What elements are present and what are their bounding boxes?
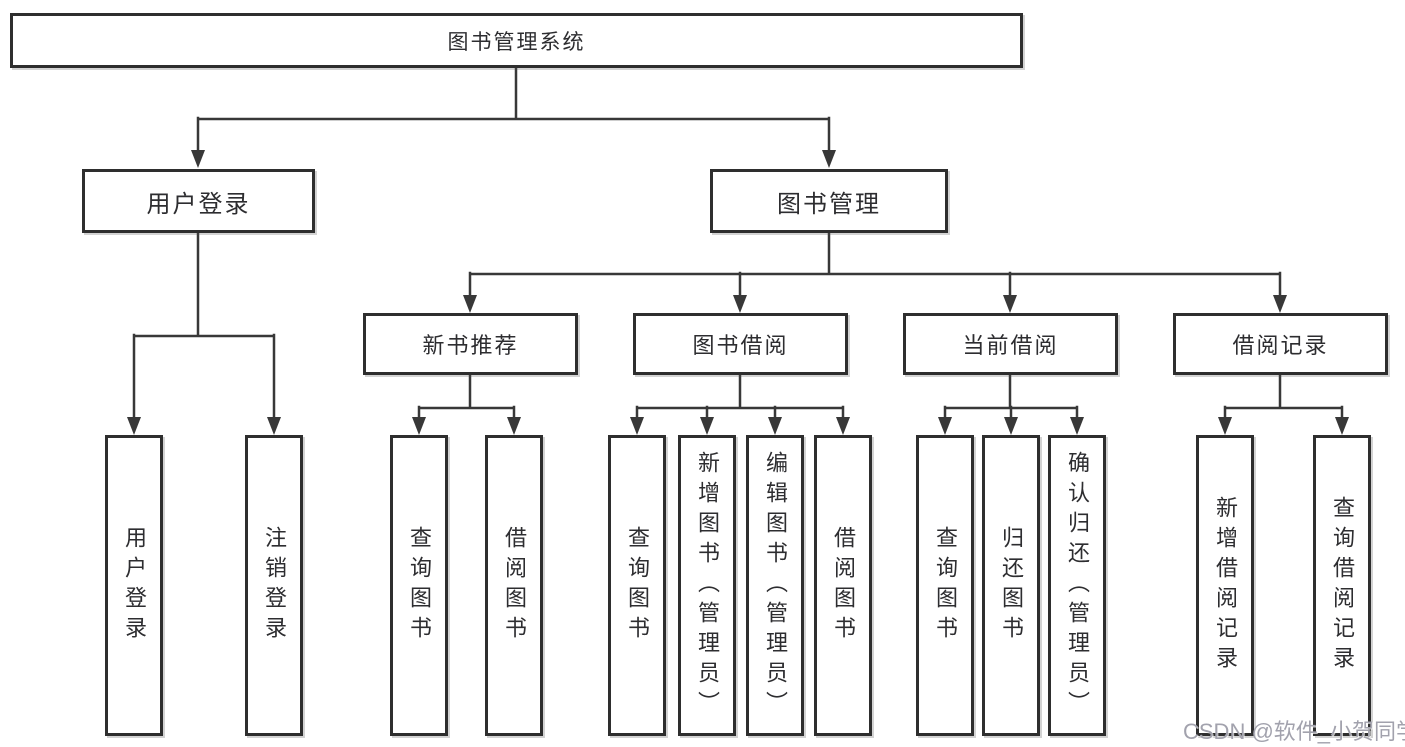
leaf-user-login: 用户登录 (105, 435, 163, 736)
leaf-label: 用户登录 (122, 525, 147, 646)
node-book-management: 图书管理 (710, 169, 948, 233)
node-label: 借阅记录 (1232, 333, 1329, 358)
leaf-add-book-admin: 新增图书（管理员） (678, 435, 736, 736)
leaf-label: 归还图书 (999, 525, 1024, 646)
node-book-borrowing: 图书借阅 (633, 313, 848, 375)
csdn-watermark: CSDN @软件_小贺同学 (1183, 719, 1405, 744)
leaf-add-borrow-record: 新增借阅记录 (1196, 435, 1254, 736)
leaf-label: 查询图书 (625, 525, 650, 646)
leaf-recommend-query-books: 查询图书 (390, 435, 448, 736)
leaf-label: 确认归还（管理员） (1065, 450, 1090, 721)
leaf-confirm-return-admin: 确认归还（管理员） (1048, 435, 1106, 736)
leaf-current-query-books: 查询图书 (916, 435, 974, 736)
leaf-label: 借阅图书 (502, 525, 527, 646)
node-book-management-system: 图书管理系统 (10, 13, 1023, 68)
leaf-return-books: 归还图书 (982, 435, 1040, 736)
leaf-label: 新增图书（管理员） (695, 450, 720, 721)
leaf-label: 编辑图书（管理员） (763, 450, 788, 721)
node-label: 用户登录 (146, 190, 251, 218)
node-borrowing-records: 借阅记录 (1173, 313, 1388, 375)
leaf-logout: 注销登录 (245, 435, 303, 736)
node-new-book-recommendation: 新书推荐 (363, 313, 578, 375)
node-current-borrowing: 当前借阅 (903, 313, 1118, 375)
node-user-login: 用户登录 (82, 169, 315, 233)
leaf-label: 新增借阅记录 (1213, 495, 1238, 676)
leaf-label: 注销登录 (262, 525, 287, 646)
node-label: 当前借阅 (962, 333, 1059, 358)
node-label: 新书推荐 (422, 333, 519, 358)
leaf-label: 查询图书 (933, 525, 958, 646)
leaf-recommend-borrow-books: 借阅图书 (485, 435, 543, 736)
leaf-label: 查询借阅记录 (1330, 495, 1355, 676)
leaf-query-borrow-record: 查询借阅记录 (1313, 435, 1371, 736)
leaf-label: 借阅图书 (831, 525, 856, 646)
node-label: 图书借阅 (692, 333, 789, 358)
leaf-borrow-query-books: 查询图书 (608, 435, 666, 736)
leaf-edit-book-admin: 编辑图书（管理员） (746, 435, 804, 736)
leaf-label: 查询图书 (407, 525, 432, 646)
leaf-borrow-books: 借阅图书 (814, 435, 872, 736)
node-label: 图书管理系统 (447, 30, 586, 54)
node-label: 图书管理 (777, 190, 881, 218)
